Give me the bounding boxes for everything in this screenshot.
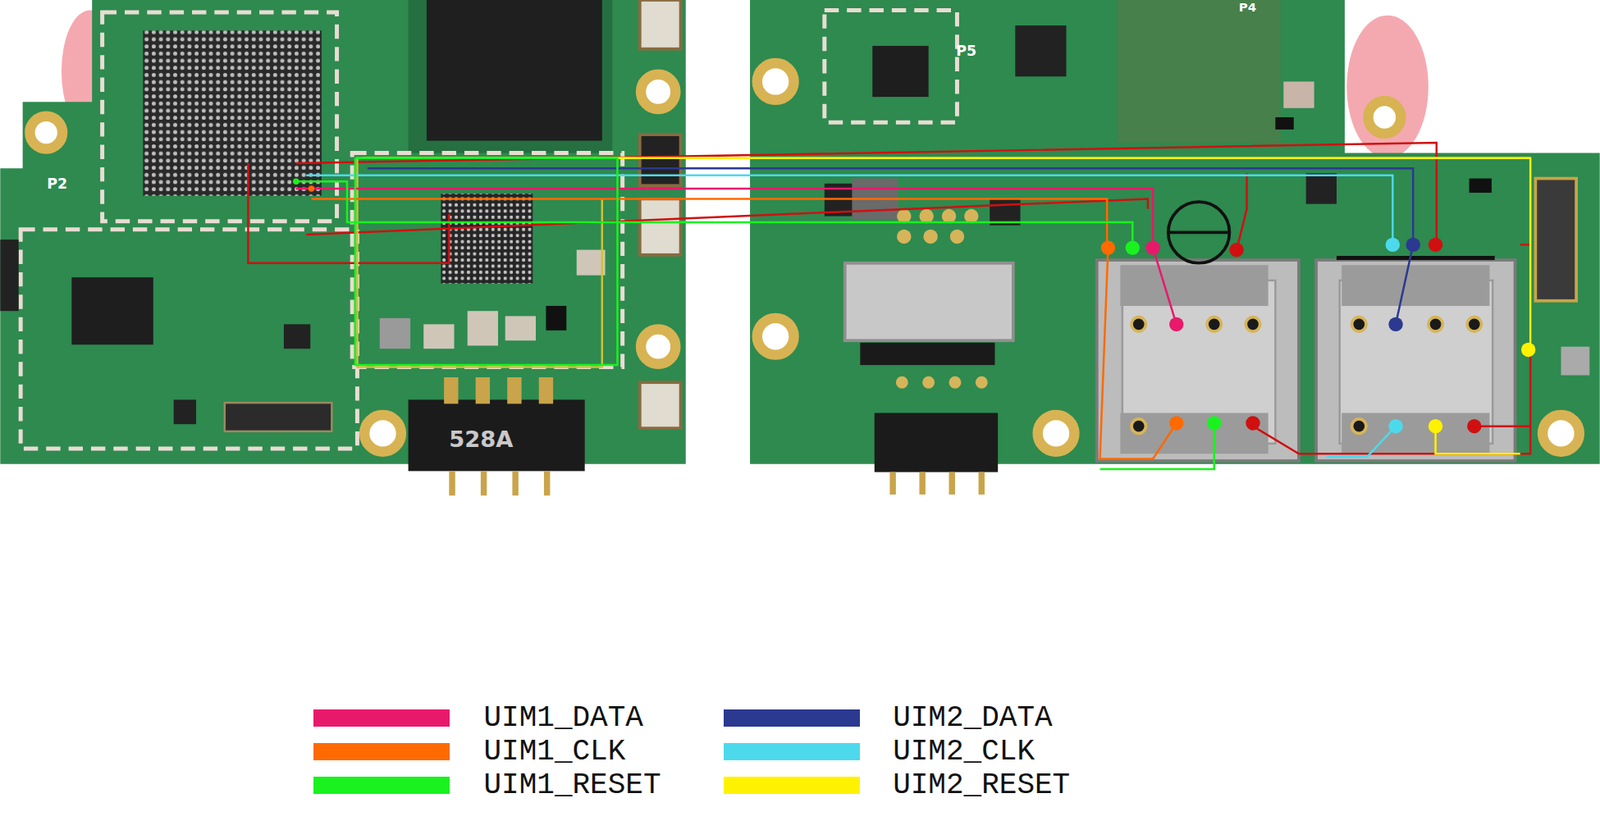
board-label: P5: [955, 42, 977, 60]
connector-marking: 528A: [448, 426, 513, 453]
capacitor: [1283, 81, 1314, 108]
connector-pin: [507, 377, 522, 404]
side-contact: [640, 0, 682, 50]
legend-swatch: [723, 709, 861, 727]
chip: [0, 239, 19, 311]
capacitor: [423, 324, 454, 349]
legend-label: UIM1_CLK: [483, 737, 626, 768]
pad-markers: [292, 178, 1536, 435]
capacitor: [467, 310, 499, 346]
bga-chip: [440, 193, 533, 284]
sim-pads: [1131, 317, 1482, 435]
connector-pin: [475, 377, 490, 404]
tray-edge: [1336, 256, 1495, 261]
side-contact: [640, 198, 682, 255]
mounting-hole: [29, 63, 1579, 453]
shield-frame: [352, 152, 622, 367]
chip: [872, 45, 928, 97]
pcb-area: [1117, 0, 1281, 143]
connector-pin: [512, 470, 518, 496]
capacitor: [576, 250, 606, 276]
chip: [1014, 25, 1066, 77]
connector-pin: [443, 377, 458, 404]
sim-tray: [1097, 260, 1299, 462]
chip: [71, 277, 153, 345]
switch: [1560, 347, 1590, 376]
shield-frame: [102, 12, 338, 222]
sim-tray: [1316, 260, 1515, 462]
metal-can: [845, 263, 1014, 341]
battery-connector: [874, 413, 998, 473]
connector-pin: [949, 472, 956, 495]
connector-pin: [918, 472, 925, 495]
pcb-board: [749, 0, 1600, 465]
legend-swatch: [313, 743, 451, 761]
legend-swatch: [313, 777, 451, 795]
fpc-connector: [1535, 178, 1577, 302]
legend-label: UIM1_RESET: [483, 771, 661, 801]
connector-pin: [544, 470, 550, 496]
pcb-area: [408, 0, 613, 153]
legend-swatch: [723, 777, 861, 795]
board-label: P2: [46, 175, 68, 192]
chip: [1306, 173, 1337, 204]
chip: [173, 399, 197, 425]
battery-connector: [408, 399, 586, 471]
chip: [426, 0, 603, 142]
legend-label: UIM2_RESET: [892, 771, 1070, 801]
inductor: [545, 306, 567, 331]
resistor: [1469, 178, 1492, 193]
connector-pin: [480, 470, 487, 496]
board-label: P4: [1238, 0, 1257, 15]
board-connector: [224, 402, 333, 432]
bga-chip: [142, 30, 322, 196]
legend-label: UIM2_CLK: [892, 737, 1035, 768]
capacitor: [505, 315, 536, 341]
card-contacts: [859, 342, 995, 366]
chip: [283, 324, 311, 349]
side-contact: [640, 134, 682, 186]
crystal: [379, 318, 411, 349]
connector-pin: [539, 377, 554, 404]
legend-swatch: [723, 743, 861, 761]
connector-pin: [978, 472, 985, 495]
signal-traces: [247, 142, 1531, 470]
connector-pin: [448, 470, 455, 496]
test-pads: [896, 209, 988, 389]
shield-frame: [824, 9, 958, 123]
legend-label: UIM2_DATA: [892, 704, 1052, 734]
side-contact: [640, 382, 682, 429]
outline-mark: [1168, 231, 1230, 235]
resistor: [1275, 117, 1294, 130]
outline-mark: [1168, 201, 1230, 264]
legend-swatch: [313, 709, 451, 727]
connector-pin: [889, 472, 896, 495]
pink-mark: [1346, 15, 1428, 159]
legend-label: UIM1_DATA: [483, 704, 643, 734]
